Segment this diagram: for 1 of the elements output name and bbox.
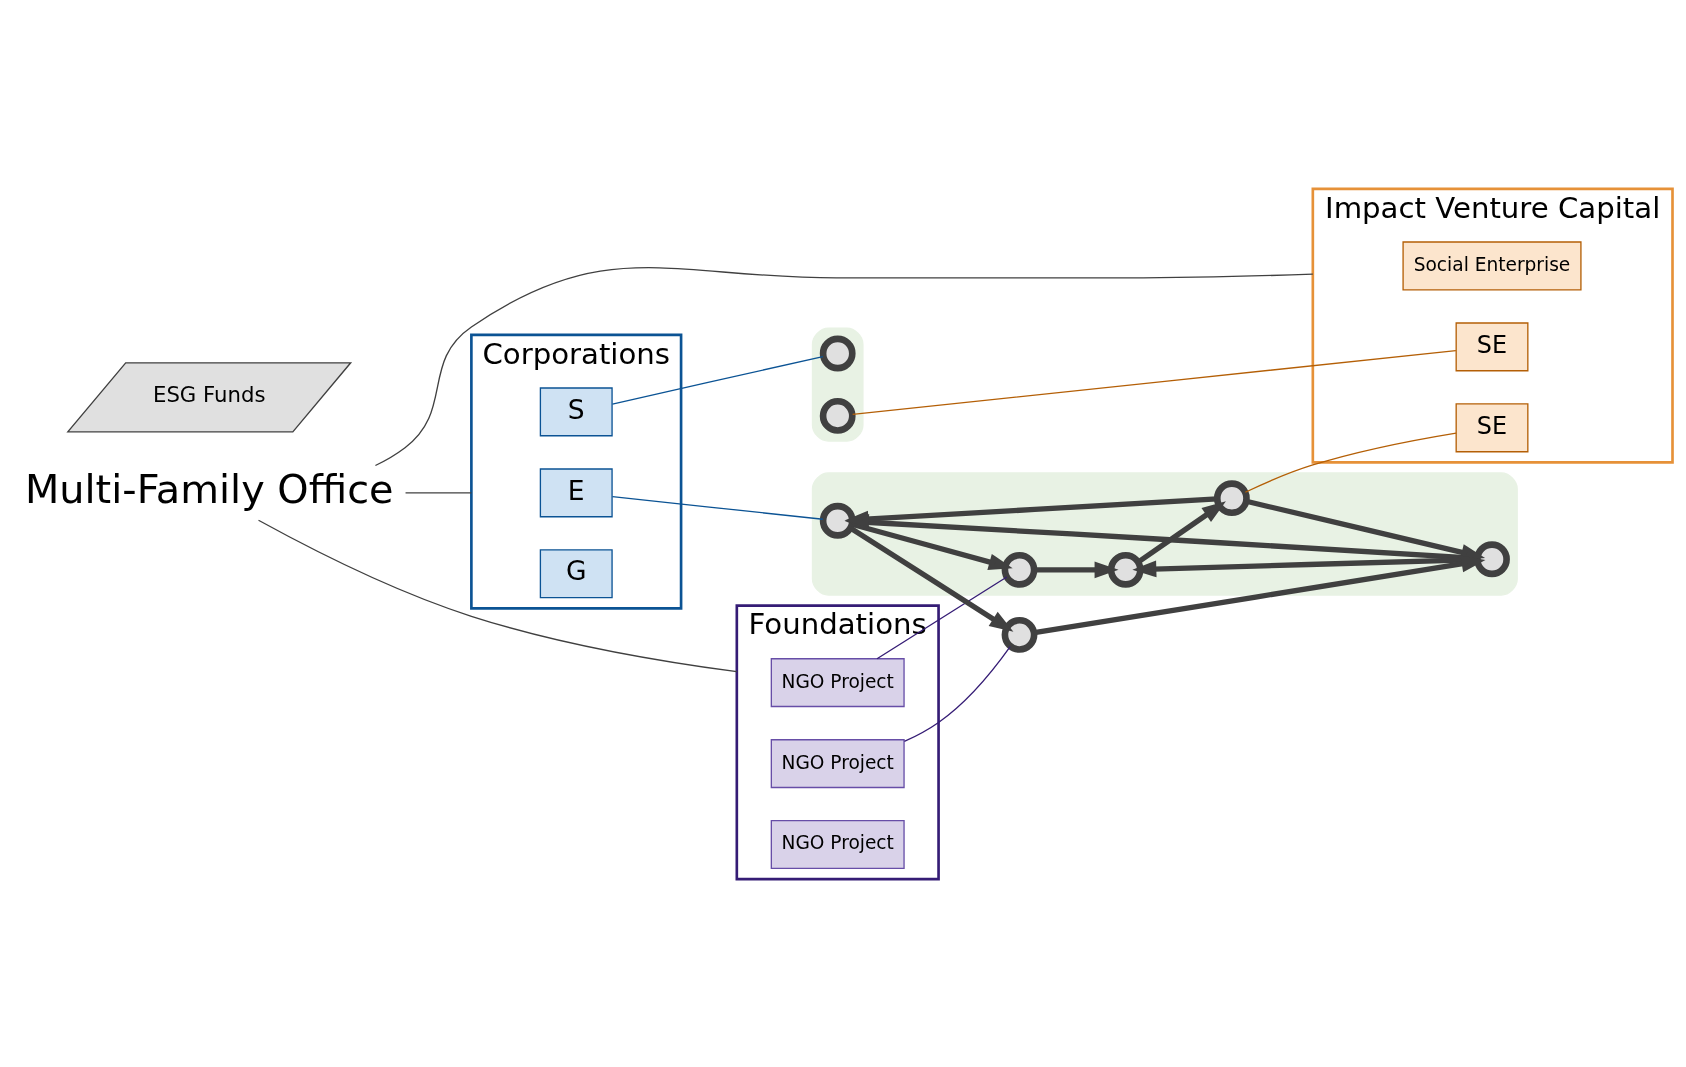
node-text: Multi-Family Office bbox=[25, 465, 394, 512]
